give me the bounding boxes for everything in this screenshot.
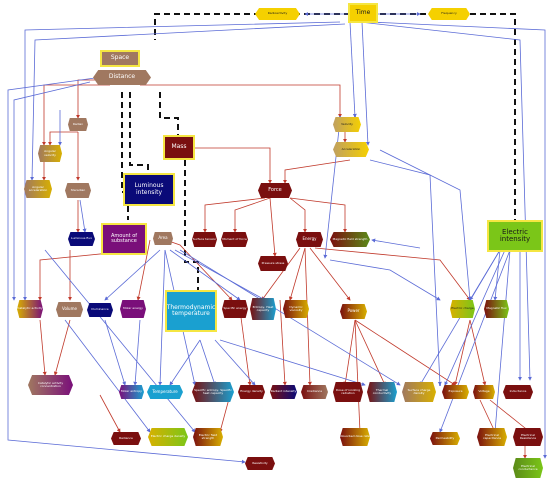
node-frequency[interactable]: Frequency [428,8,470,20]
node-permeability[interactable]: Permeability [430,432,460,445]
node-entropy-heat-capacity[interactable]: Entropy, Heat capacity [250,298,276,320]
node-dynamic-viscosity[interactable]: Dynamic viscosity [283,300,309,318]
node-luminous-intensity[interactable]: Luminous intensity [123,173,175,206]
node-angular-velocity[interactable]: Angular velocity [38,145,62,162]
node-surface-tension[interactable]: Surface tension [192,232,217,247]
node-voltage[interactable]: Voltage [473,385,495,399]
node-electrical-resistance[interactable]: Electrical Resistance [513,428,543,446]
node-magnetic-field-strength[interactable]: Magnetic field strength [330,232,370,247]
node-mass[interactable]: Mass [163,135,195,160]
node-electrical-conductance[interactable]: Electrical conductance [513,458,543,478]
node-inductance[interactable]: Inductance [503,385,533,399]
node-electric-charge-density[interactable]: Electric charge density [148,428,188,446]
node-exposure[interactable]: Exposure [442,385,469,399]
node-temperature[interactable]: Temperature [147,385,183,399]
node-energy[interactable]: Energy [296,232,323,247]
node-thermodynamic-temperature[interactable]: Thermodynamic temperature [165,290,217,332]
node-volume[interactable]: Volume [56,302,83,317]
node-illuminance[interactable]: Illuminance [87,303,113,317]
node-electric-charge[interactable]: Electric charge [450,300,475,318]
node-area[interactable]: Area [153,232,173,245]
node-radioactivity[interactable]: Radioactivity [255,8,300,20]
node-energy-density[interactable]: Energy density [238,385,265,399]
node-electrical-capacitance[interactable]: Electrical capacitance [477,428,507,446]
node-radiance[interactable]: Radiance [111,432,141,445]
node-space[interactable]: Space [100,50,140,67]
node-amount-of-substance[interactable]: Amount of substance [101,223,147,255]
node-specific-energy[interactable]: Specific energy [222,300,248,318]
node-molar-entropy[interactable]: Molar entropy [119,385,144,399]
node-thermal-conductivity[interactable]: Thermal conductivity [367,382,397,402]
node-specific-entropy[interactable]: Specific entropy, Specific heat capacity [192,382,234,402]
node-angular-acceleration[interactable]: Angular acceleration [24,180,52,198]
node-catalytic-activity[interactable]: Catalytic activity [17,300,43,318]
node-pressure-stress[interactable]: Pressure stress [258,256,288,271]
node-radian[interactable]: Radian [68,118,88,131]
node-steradian[interactable]: Steradian [65,183,91,198]
node-electric-intensity[interactable]: Electric intensity [487,220,543,252]
node-molar-energy[interactable]: Molar energy [120,300,146,318]
node-absorbed-dose-rate[interactable]: Absorbed dose rate [340,428,370,446]
node-moment-of-force[interactable]: Moment of force [221,232,248,247]
node-surface-charge-density[interactable]: Surface charge density [402,382,436,402]
node-power[interactable]: Power [340,304,367,319]
node-irradiance[interactable]: Irradiance [301,385,328,399]
blue-edges [7,12,547,464]
node-acceleration[interactable]: Acceleration [333,142,369,157]
node-luminous-flux[interactable]: Luminous flux [68,232,95,246]
node-magnetic-flux[interactable]: Magnetic flux [484,300,509,318]
node-time[interactable]: Time [348,3,378,23]
node-radiant-intensity[interactable]: Radiant intensity [270,385,297,399]
node-force[interactable]: Force [258,183,292,198]
node-catalytic-activity-concentration[interactable]: Catalytic activity concentration [28,375,73,395]
node-electric-field-strength[interactable]: Electric field strength [193,428,223,446]
node-distance[interactable]: Distance [93,70,151,85]
node-dose-ionizing[interactable]: Dose of ionizing radiation [333,382,363,402]
node-velocity[interactable]: Velocity [333,117,361,132]
node-resistivity[interactable]: Resistivity [245,457,275,470]
